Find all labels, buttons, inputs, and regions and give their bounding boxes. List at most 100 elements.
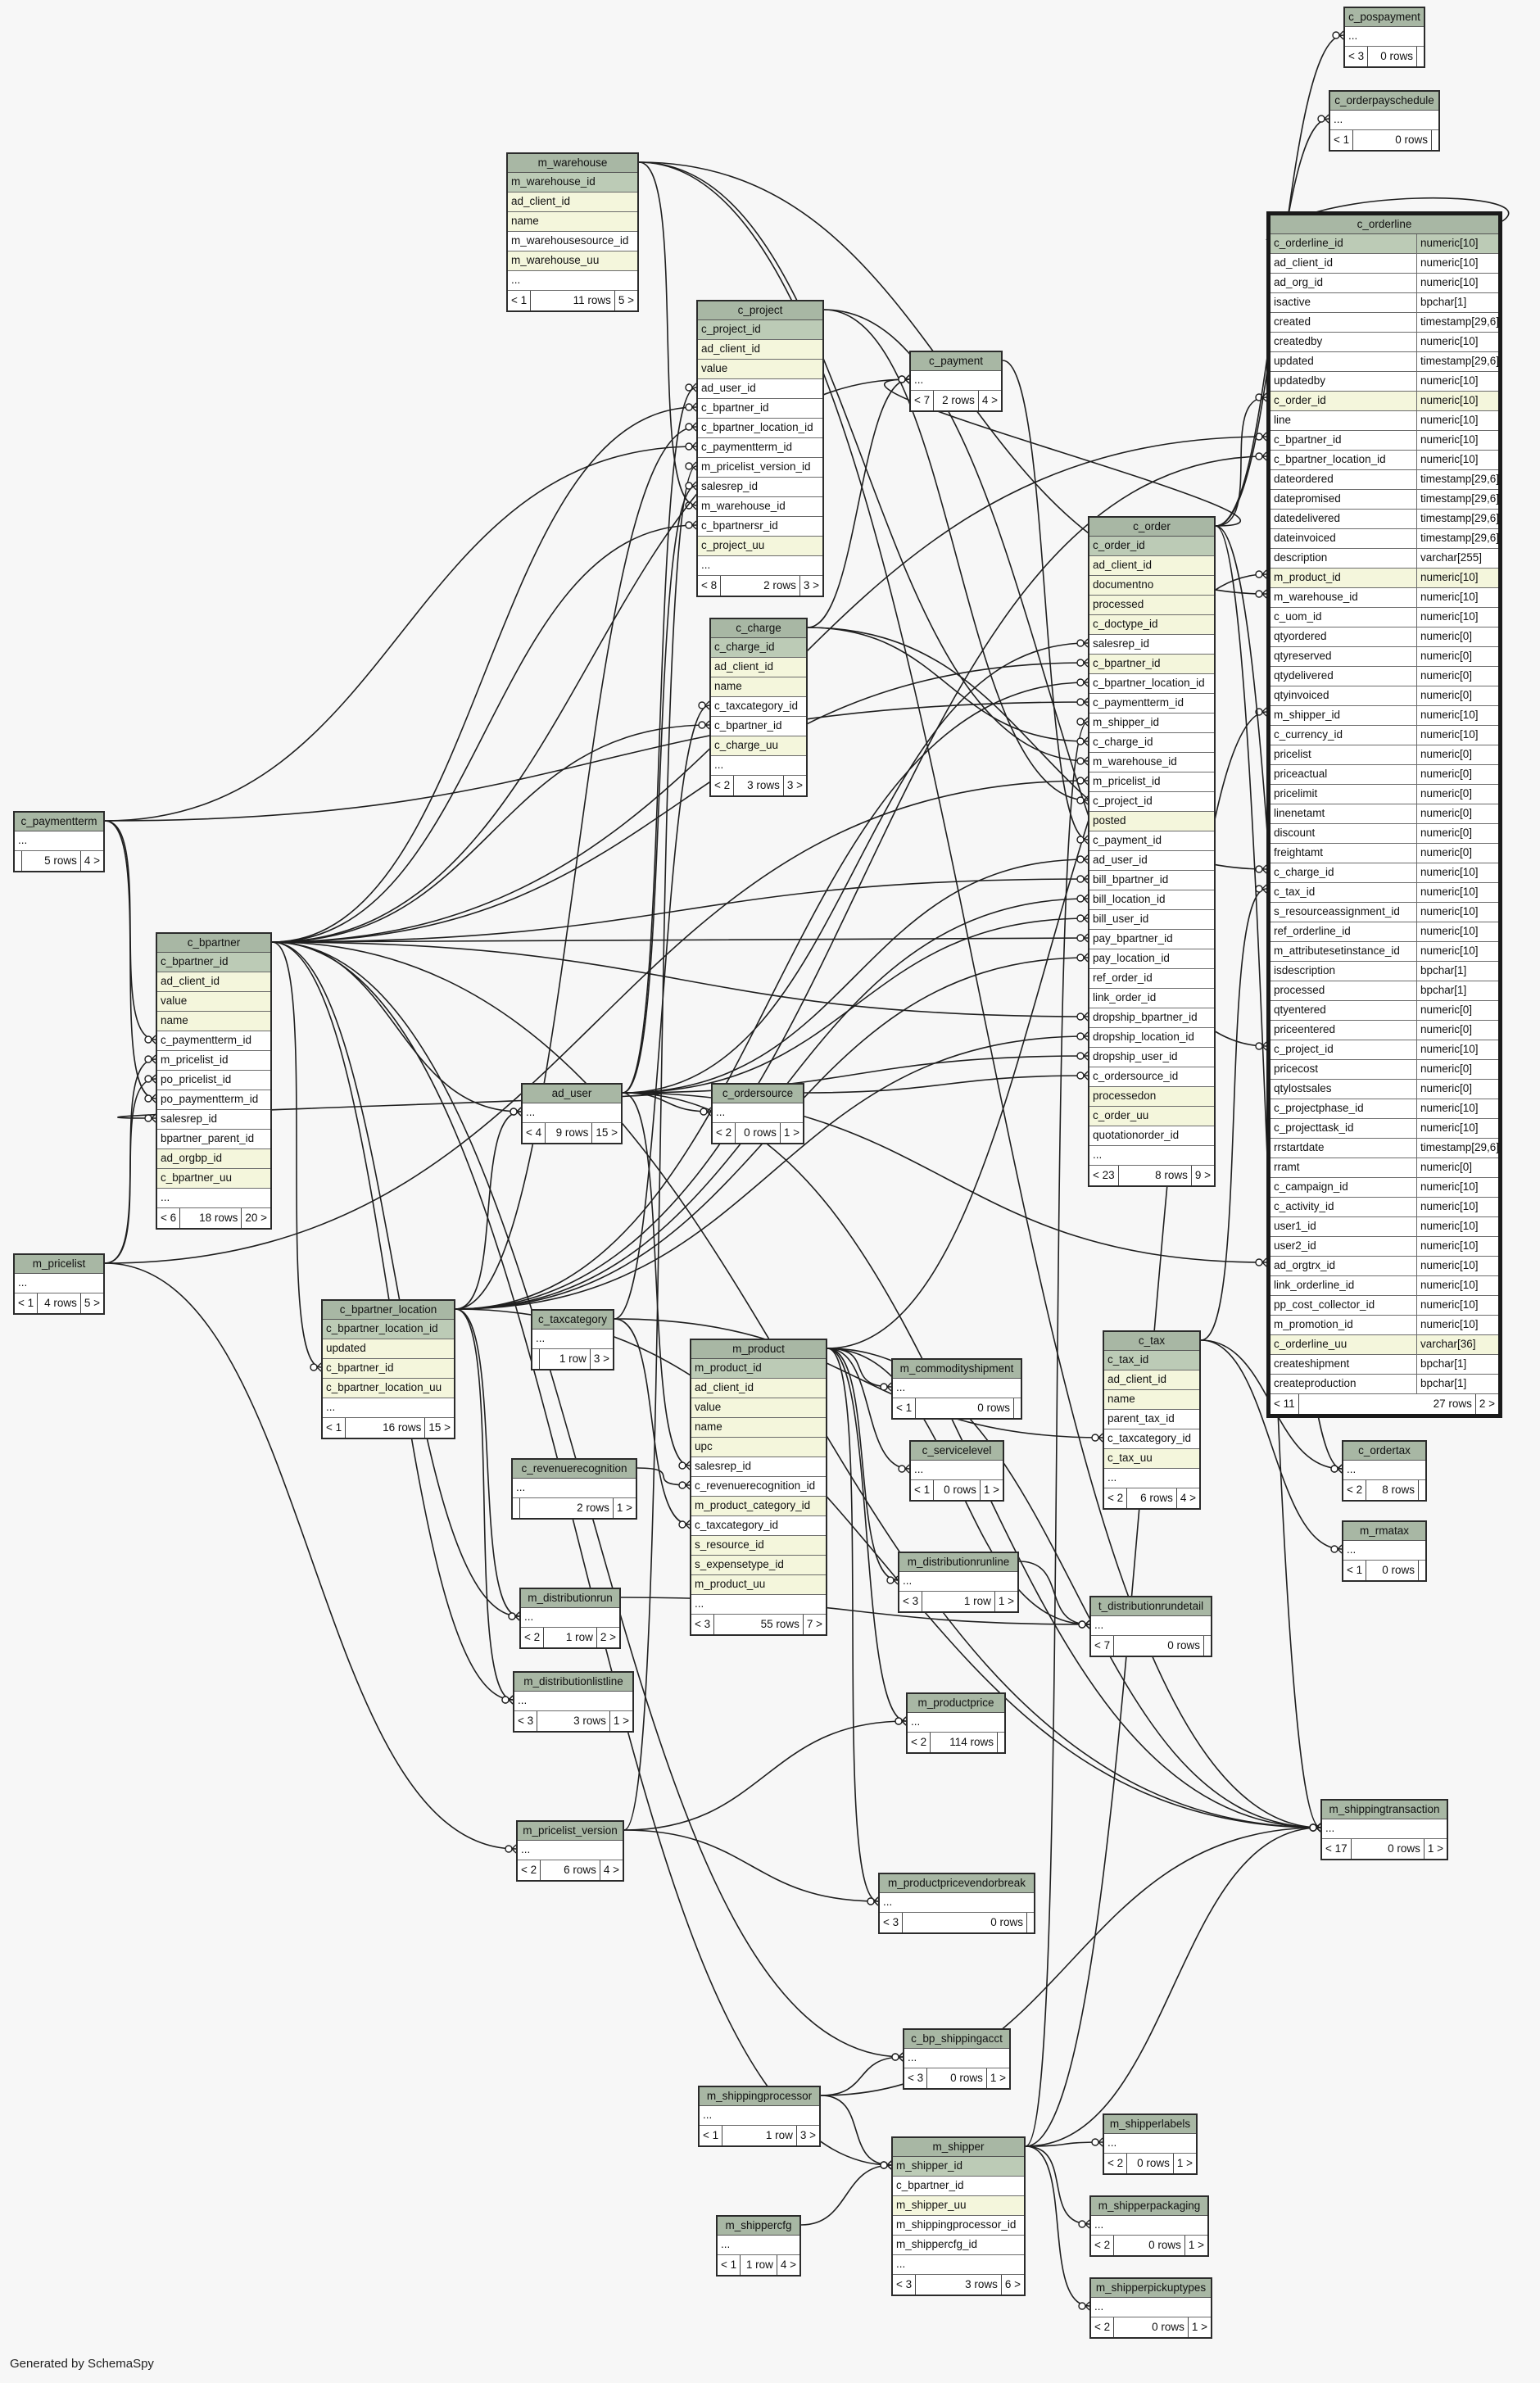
children-link[interactable] bbox=[1431, 130, 1438, 150]
table-header[interactable]: c_charge bbox=[711, 619, 806, 638]
column-row[interactable]: value bbox=[698, 360, 822, 379]
parents-link[interactable]: < 3 bbox=[908, 2072, 924, 2084]
parents-link[interactable] bbox=[532, 1349, 539, 1369]
parents-link[interactable]: < 3 bbox=[883, 1916, 899, 1928]
column-row[interactable]: dropship_user_id bbox=[1089, 1048, 1214, 1067]
table-header[interactable]: m_distributionrun bbox=[521, 1589, 619, 1608]
parents-link[interactable]: < 3 bbox=[896, 2278, 913, 2290]
parents-link[interactable]: < 8 bbox=[701, 579, 718, 591]
table-header[interactable]: m_commodityshipment bbox=[893, 1360, 1021, 1379]
column-row[interactable]: value bbox=[691, 1398, 826, 1418]
column-row[interactable]: c_bpartner_location_id bbox=[323, 1320, 454, 1339]
column-row[interactable]: c_project_uu bbox=[698, 537, 822, 556]
column-row[interactable]: ad_user_id bbox=[698, 379, 822, 399]
children-link[interactable]: 4 > bbox=[79, 851, 103, 871]
table-header[interactable]: m_distributionrunline bbox=[899, 1553, 1017, 1572]
column-row[interactable]: c_bpartner_id bbox=[323, 1359, 454, 1379]
column-row[interactable]: ad_client_id bbox=[711, 658, 806, 677]
column-row[interactable]: c_bpartner_location_id bbox=[698, 419, 822, 438]
column-row[interactable]: m_product_category_id bbox=[691, 1497, 826, 1516]
parents-link[interactable]: < 1 bbox=[703, 2129, 719, 2141]
column-row[interactable]: m_warehouse_id bbox=[1089, 753, 1214, 772]
column-row[interactable]: processed bbox=[1089, 596, 1214, 615]
parents-link[interactable]: < 1 bbox=[1347, 1564, 1363, 1576]
table-header[interactable]: m_warehouse bbox=[508, 154, 637, 173]
column-row[interactable]: m_warehouse_id bbox=[698, 497, 822, 517]
table-header[interactable]: m_shipper bbox=[893, 2138, 1024, 2157]
column-row[interactable]: quotationorder_id bbox=[1089, 1126, 1214, 1146]
parents-link[interactable]: < 3 bbox=[903, 1595, 919, 1607]
column-row[interactable]: c_bpartner_id bbox=[1089, 655, 1214, 674]
parents-link[interactable]: < 2 bbox=[911, 1736, 927, 1748]
parents-link[interactable]: < 2 bbox=[1094, 2321, 1111, 2333]
children-link[interactable]: 4 > bbox=[776, 2255, 799, 2275]
column-row[interactable]: c_revenuerecognition_id bbox=[691, 1477, 826, 1497]
parents-link[interactable]: < 2 bbox=[524, 1631, 541, 1643]
column-row[interactable]: m_warehousesource_id bbox=[508, 232, 637, 251]
children-link[interactable] bbox=[1416, 47, 1424, 66]
parents-link[interactable]: < 1 bbox=[896, 1402, 913, 1414]
children-link[interactable]: 15 > bbox=[591, 1123, 621, 1143]
column-row[interactable]: c_order_id bbox=[1089, 537, 1214, 556]
parents-link[interactable]: < 1 bbox=[721, 2258, 737, 2271]
table-header[interactable]: c_taxcategory bbox=[532, 1311, 613, 1330]
table-header[interactable]: m_product bbox=[691, 1340, 826, 1359]
table-header[interactable]: c_pospayment bbox=[1345, 8, 1424, 27]
table-header[interactable]: ad_user bbox=[523, 1085, 621, 1103]
column-row[interactable]: c_tax_id bbox=[1104, 1351, 1199, 1370]
children-link[interactable]: 1 > bbox=[1423, 1839, 1447, 1859]
column-row[interactable]: m_warehouse_uu bbox=[508, 251, 637, 271]
column-row[interactable]: name bbox=[691, 1418, 826, 1438]
table-header[interactable]: c_ordersource bbox=[713, 1085, 803, 1103]
parents-link[interactable]: < 3 bbox=[1348, 50, 1365, 62]
column-row[interactable]: ad_client_id bbox=[1089, 556, 1214, 576]
table-header[interactable]: c_bpartner bbox=[157, 934, 270, 953]
column-row[interactable]: salesrep_id bbox=[157, 1110, 270, 1130]
column-row[interactable]: c_bpartner_id bbox=[711, 717, 806, 736]
table-header[interactable]: c_tax bbox=[1104, 1332, 1199, 1351]
column-row[interactable]: pay_bpartner_id bbox=[1089, 930, 1214, 949]
table-header[interactable]: c_orderline bbox=[1270, 215, 1498, 234]
column-row[interactable]: m_pricelist_version_id bbox=[698, 458, 822, 478]
children-link[interactable]: 4 > bbox=[599, 1860, 623, 1880]
parents-link[interactable]: < 2 bbox=[716, 1126, 732, 1139]
column-row[interactable]: c_taxcategory_id bbox=[691, 1516, 826, 1536]
children-link[interactable]: 5 > bbox=[614, 291, 637, 310]
column-row[interactable]: s_expensetype_id bbox=[691, 1556, 826, 1575]
parents-link[interactable]: < 2 bbox=[1347, 1484, 1363, 1496]
table-header[interactable]: t_distributionrundetail bbox=[1091, 1597, 1211, 1616]
column-row[interactable]: ref_order_id bbox=[1089, 969, 1214, 989]
parents-link[interactable]: < 2 bbox=[1094, 2239, 1111, 2251]
column-row[interactable]: po_pricelist_id bbox=[157, 1071, 270, 1090]
column-row[interactable]: pay_location_id bbox=[1089, 949, 1214, 969]
